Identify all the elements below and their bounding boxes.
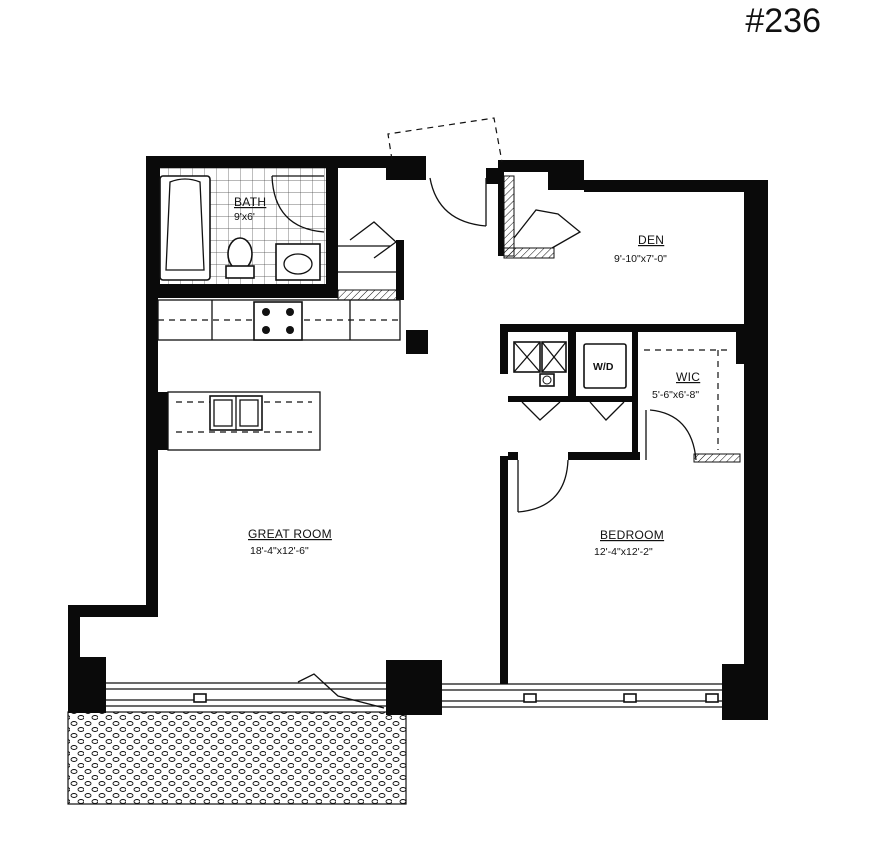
- wic-dims: 5'-6"x6'-8": [652, 389, 699, 401]
- den-closet: [498, 172, 582, 259]
- wic-area: [644, 349, 741, 463]
- interior-walls: [500, 324, 744, 684]
- balcony: [67, 711, 407, 805]
- entry-door: [387, 117, 503, 227]
- bath-dims: 9'x6': [234, 211, 255, 223]
- kitchen-counter: [157, 299, 401, 341]
- great-room-dims: 18'-4"x12'-6": [250, 545, 309, 557]
- entry-closet: [337, 221, 404, 301]
- bath-label: BATH: [234, 195, 266, 209]
- den-dims: 9'-10"x7'-0": [614, 253, 667, 265]
- bedroom-dims: 12'-4"x12'-2": [594, 546, 653, 558]
- den-label: DEN: [638, 233, 664, 247]
- great-room-label: GREAT ROOM: [248, 527, 332, 541]
- kitchen-island: [167, 391, 321, 451]
- bedroom-label: BEDROOM: [600, 528, 664, 542]
- wd-label: W/D: [593, 361, 614, 373]
- wic-label: WIC: [676, 370, 700, 384]
- laundry-area: [513, 341, 627, 421]
- bath-area: [150, 168, 338, 298]
- unit-number: #236: [745, 2, 821, 40]
- window-wall: [106, 673, 722, 709]
- bedroom-door: [517, 459, 569, 513]
